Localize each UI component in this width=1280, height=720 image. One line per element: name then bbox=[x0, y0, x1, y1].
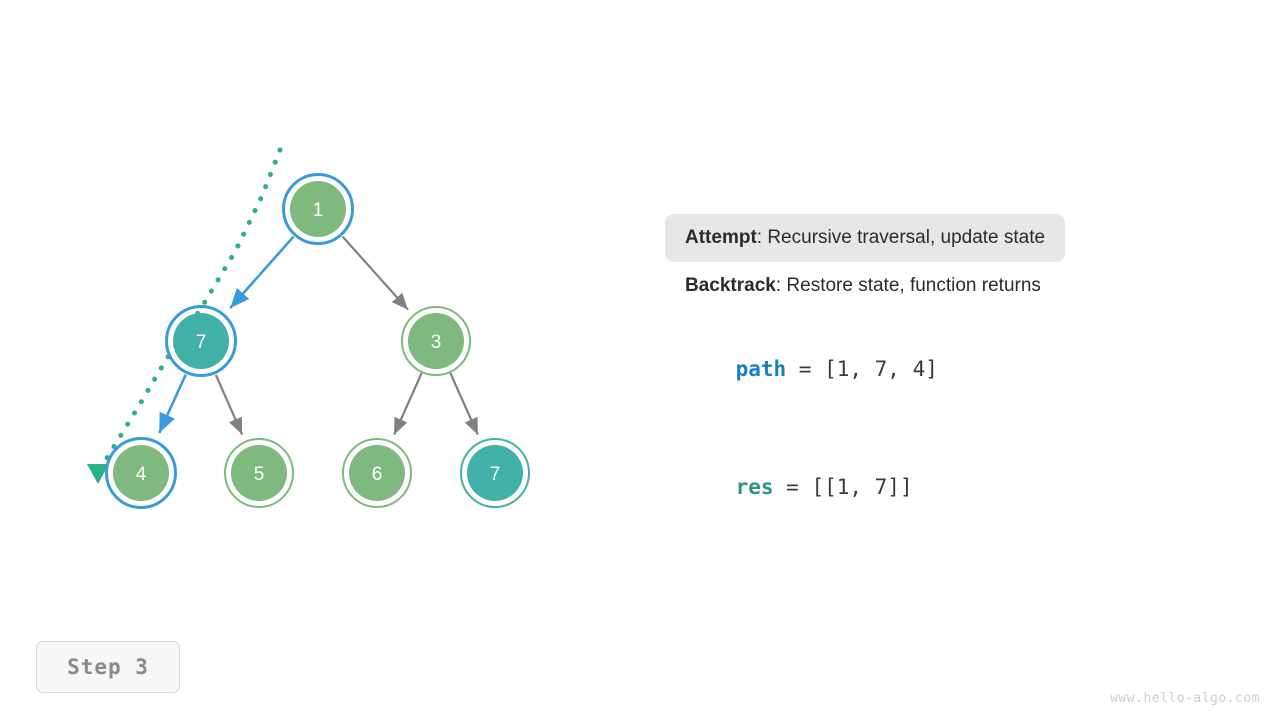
res-variable-name: res bbox=[735, 475, 774, 500]
tree-edge-n7a-to-n4 bbox=[158, 374, 187, 434]
tree-edge-n7a-to-n5 bbox=[214, 374, 244, 435]
node-body bbox=[231, 445, 287, 501]
node-ring bbox=[342, 438, 412, 508]
tree-diagram: 1 7 3 4 5 6 7 bbox=[87, 147, 530, 509]
dotted-traversal-path bbox=[87, 147, 283, 484]
node-body bbox=[173, 313, 229, 369]
node-ring bbox=[165, 305, 237, 377]
node-label: 3 bbox=[431, 332, 442, 353]
tree-node-4-n4[interactable]: 4 bbox=[105, 437, 177, 509]
res-variable-line: res = [[1, 7]] bbox=[685, 450, 913, 526]
node-ring bbox=[105, 437, 177, 509]
tree-node-6-n6[interactable]: 6 bbox=[342, 438, 412, 508]
node-ring bbox=[282, 173, 354, 245]
tree-edge-n1-to-n7a bbox=[229, 235, 295, 309]
node-label: 5 bbox=[254, 464, 265, 485]
tree-edge-n3-to-n7b bbox=[449, 372, 479, 436]
node-ring bbox=[401, 306, 471, 376]
node-label: 6 bbox=[372, 464, 383, 485]
backtrack-line: Backtrack: Restore state, function retur… bbox=[685, 262, 1185, 310]
node-body bbox=[113, 445, 169, 501]
attempt-line: Attempt: Recursive traversal, update sta… bbox=[665, 214, 1066, 262]
traversal-arrow-icon bbox=[87, 464, 109, 484]
node-label: 7 bbox=[196, 332, 207, 353]
tree-edge-n1-to-n3 bbox=[341, 235, 409, 311]
node-ring bbox=[460, 438, 530, 508]
node-ring bbox=[224, 438, 294, 508]
tree-node-3-n3[interactable]: 3 bbox=[401, 306, 471, 376]
attempt-label: Attempt bbox=[685, 227, 757, 248]
node-layer: 1 7 3 4 5 6 7 bbox=[105, 173, 530, 509]
tree-node-1-n1[interactable]: 1 bbox=[282, 173, 354, 245]
backtrack-text: : Restore state, function returns bbox=[775, 274, 1041, 296]
tree-node-7-n7a[interactable]: 7 bbox=[165, 305, 237, 377]
path-variable-value: = [1, 7, 4] bbox=[786, 357, 938, 382]
node-body bbox=[408, 313, 464, 369]
tree-node-7-n7b[interactable]: 7 bbox=[460, 438, 530, 508]
tree-edge-n3-to-n6 bbox=[393, 372, 423, 436]
res-variable-value: = [[1, 7]] bbox=[773, 475, 913, 500]
edge-layer bbox=[158, 235, 479, 436]
backtrack-label: Backtrack bbox=[685, 274, 776, 296]
node-body bbox=[467, 445, 523, 501]
node-body bbox=[349, 445, 405, 501]
tree-node-5-n5[interactable]: 5 bbox=[224, 438, 294, 508]
node-label: 1 bbox=[313, 200, 324, 221]
watermark: www.hello-algo.com bbox=[1110, 691, 1260, 706]
path-variable-line: path = [1, 7, 4] bbox=[685, 332, 938, 408]
node-label: 4 bbox=[136, 464, 147, 485]
node-label: 7 bbox=[490, 464, 501, 485]
node-body bbox=[290, 181, 346, 237]
step-button[interactable]: Step 3 bbox=[36, 641, 180, 693]
info-panel: Attempt: Recursive traversal, update sta… bbox=[665, 214, 1185, 499]
attempt-text: : Recursive traversal, update state bbox=[756, 227, 1046, 248]
path-variable-name: path bbox=[735, 357, 787, 382]
